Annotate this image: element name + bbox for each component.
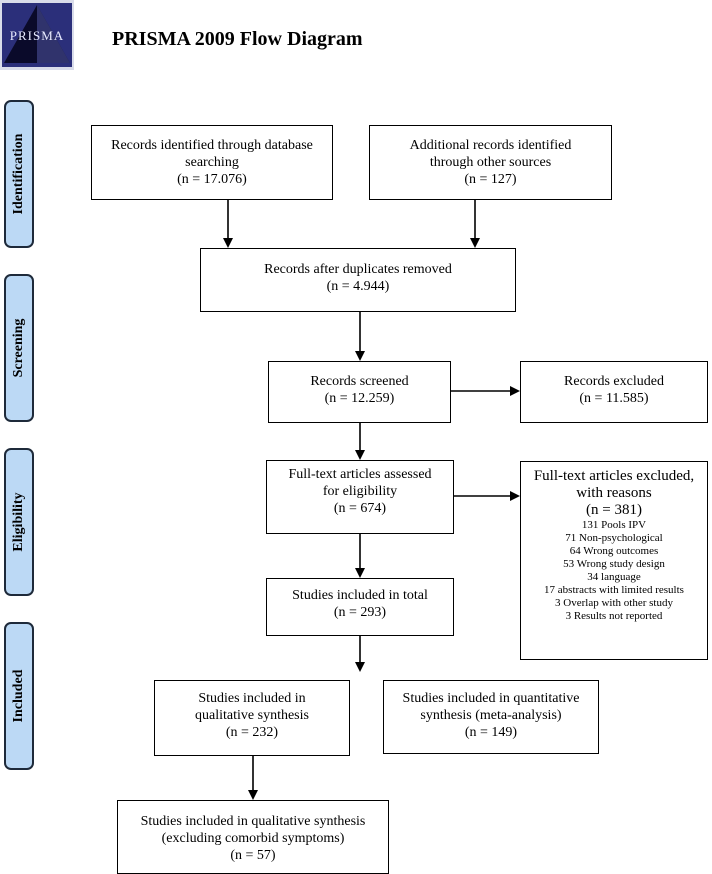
page-title: PRISMA 2009 Flow Diagram bbox=[112, 28, 363, 50]
box-fulltext-line2: for eligibility bbox=[322, 484, 398, 499]
box-total-n: (n = 293) bbox=[333, 605, 387, 620]
logo-triangle-icon bbox=[2, 3, 72, 67]
box-database-line2: searching bbox=[185, 155, 239, 170]
reason-item: 64 Wrong outcomes bbox=[569, 545, 659, 557]
box-qual-line1: Studies included in bbox=[198, 691, 306, 706]
box-database-records: Records identified through database sear… bbox=[91, 125, 333, 200]
phase-identification: Identification bbox=[4, 100, 34, 248]
box-quant-line2: synthesis (meta-analysis) bbox=[420, 708, 562, 723]
reason-item: 53 Wrong study design bbox=[563, 558, 665, 570]
box-fte-n: (n = 381) bbox=[586, 502, 642, 518]
box-qualexcl-n: (n = 57) bbox=[230, 848, 276, 863]
box-dedup-line1: Records after duplicates removed bbox=[264, 262, 452, 277]
box-total-line1: Studies included in total bbox=[292, 588, 428, 603]
box-excluded-n: (n = 11.585) bbox=[579, 391, 649, 406]
box-records-excluded: Records excluded (n = 11.585) bbox=[520, 361, 708, 423]
box-studies-total: Studies included in total (n = 293) bbox=[266, 578, 454, 636]
box-qualitative-synthesis: Studies included in qualitative synthesi… bbox=[154, 680, 350, 756]
box-fulltext-excluded: Full-text articles excluded, with reason… bbox=[520, 461, 708, 660]
reason-item: 131 Pools IPV bbox=[581, 519, 647, 531]
box-database-line1: Records identified through database bbox=[111, 138, 313, 153]
box-other-line1: Additional records identified bbox=[409, 138, 572, 153]
box-quantitative-synthesis: Studies included in quantitative synthes… bbox=[383, 680, 599, 754]
box-fulltext-assessed: Full-text articles assessed for eligibil… bbox=[266, 460, 454, 534]
reason-item: 17 abstracts with limited results bbox=[544, 584, 684, 596]
box-database-n: (n = 17.076) bbox=[177, 172, 247, 187]
reason-item: 71 Non-psychological bbox=[565, 532, 663, 544]
phase-included: Included bbox=[4, 622, 34, 770]
box-fte-line1: Full-text articles excluded, bbox=[533, 468, 695, 484]
box-fulltext-n: (n = 674) bbox=[333, 501, 387, 516]
box-records-screened: Records screened (n = 12.259) bbox=[268, 361, 451, 423]
phase-screening: Screening bbox=[4, 274, 34, 422]
box-quant-n: (n = 149) bbox=[464, 725, 518, 740]
reason-item: 3 Results not reported bbox=[565, 610, 663, 622]
box-after-duplicates: Records after duplicates removed (n = 4.… bbox=[200, 248, 516, 312]
box-fte-line2: with reasons bbox=[576, 485, 652, 501]
box-screened-line1: Records screened bbox=[310, 374, 409, 389]
box-qual-line2: qualitative synthesis bbox=[195, 708, 309, 723]
box-other-records: Additional records identified through ot… bbox=[369, 125, 612, 200]
box-qual-n: (n = 232) bbox=[225, 725, 279, 740]
box-other-line2: through other sources bbox=[429, 155, 552, 170]
phase-eligibility: Eligibility bbox=[4, 448, 34, 596]
box-qualitative-excluding-comorbid: Studies included in qualitative synthesi… bbox=[117, 800, 389, 874]
box-dedup-n: (n = 4.944) bbox=[326, 279, 390, 294]
box-screened-n: (n = 12.259) bbox=[324, 391, 395, 406]
logo-text: PRISMA bbox=[9, 28, 65, 43]
prisma-logo: PRISMA bbox=[0, 0, 74, 70]
box-qualexcl-line2: (excluding comorbid symptoms) bbox=[161, 831, 345, 846]
box-qualexcl-line1: Studies included in qualitative synthesi… bbox=[140, 814, 366, 829]
box-quant-line1: Studies included in quantitative bbox=[402, 691, 580, 706]
box-other-n: (n = 127) bbox=[464, 172, 517, 187]
box-excluded-line1: Records excluded bbox=[564, 374, 664, 389]
box-fulltext-line1: Full-text articles assessed bbox=[288, 467, 432, 482]
reason-item: 3 Overlap with other study bbox=[555, 597, 673, 609]
reason-item: 34 language bbox=[587, 571, 641, 583]
